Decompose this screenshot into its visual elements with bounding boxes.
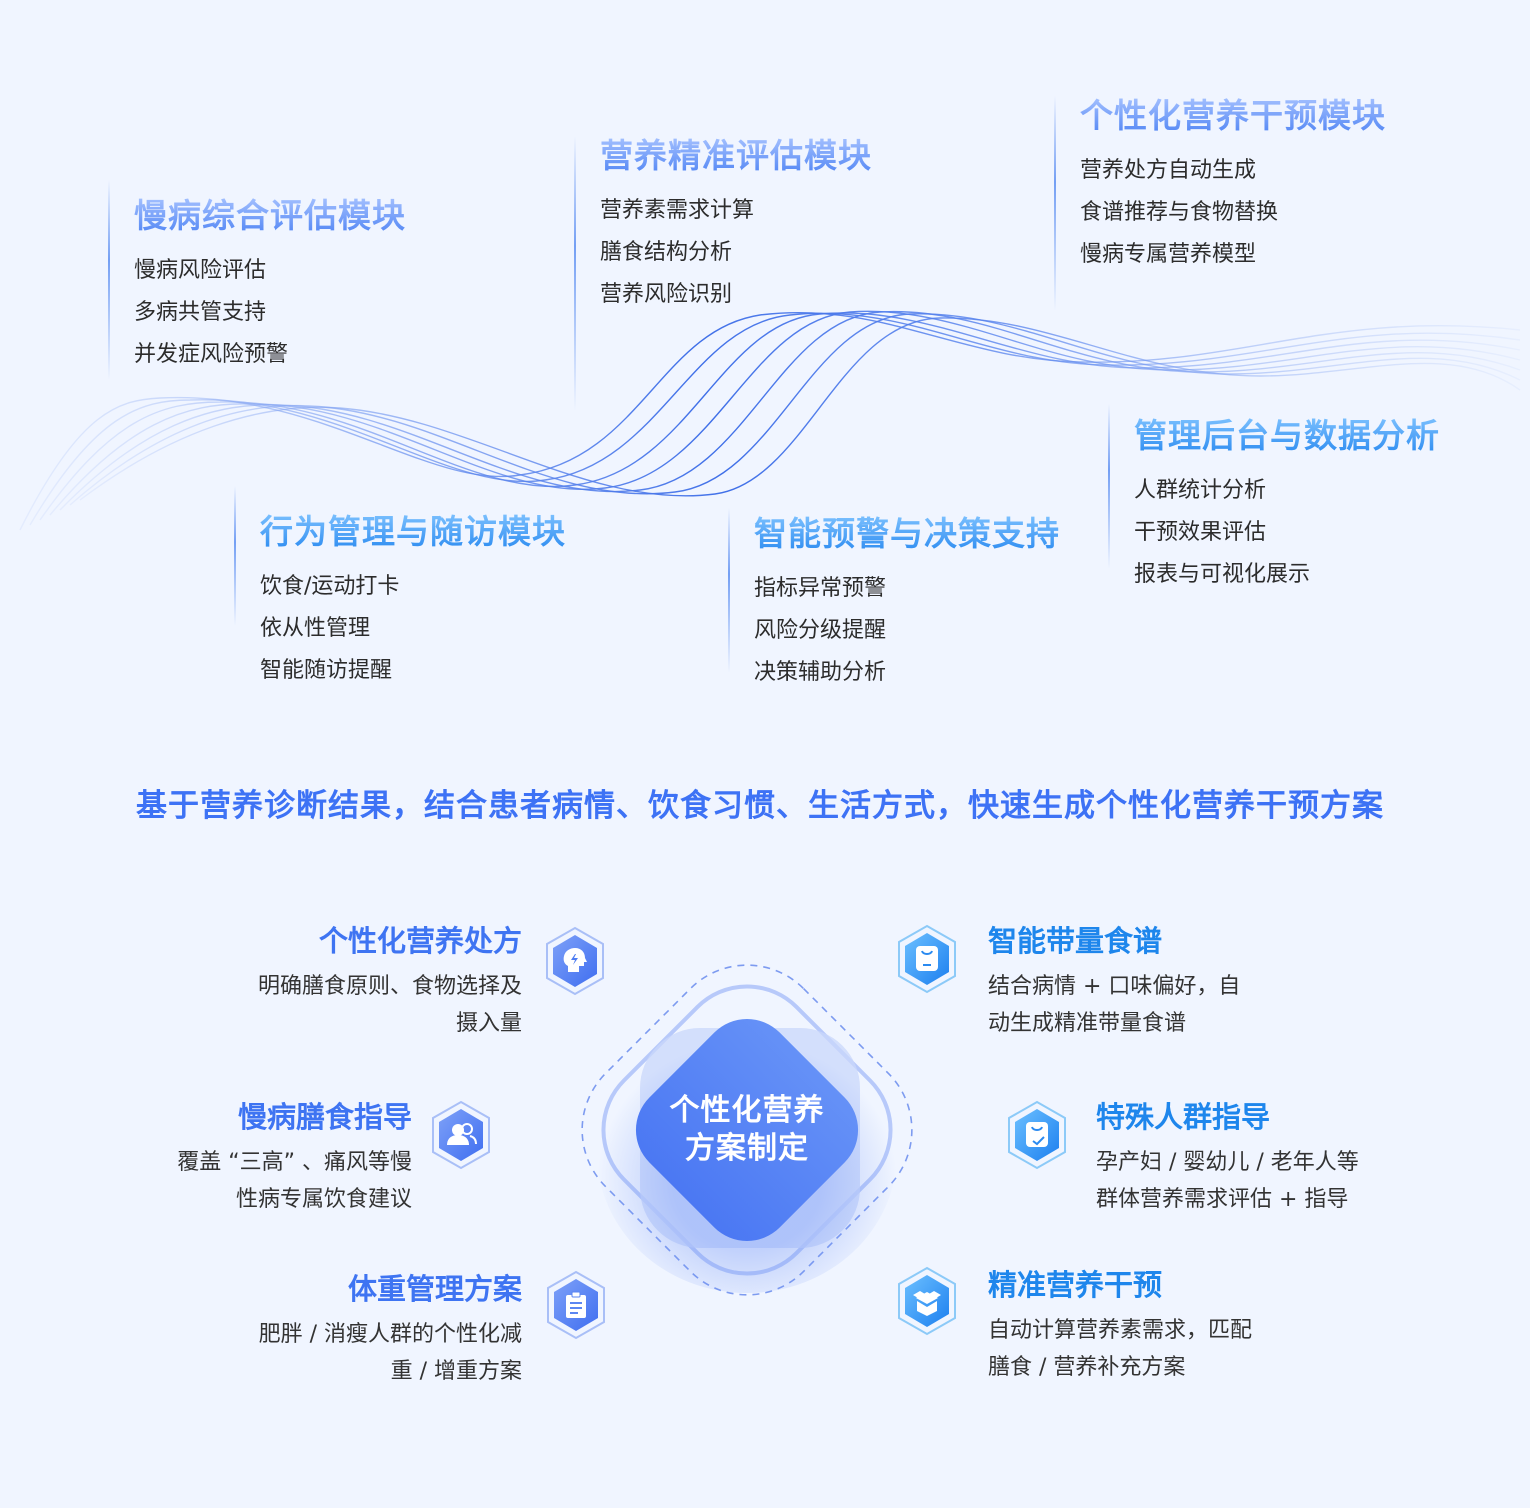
module-item-list: 慢病风险评估 多病共管支持 并发症风险预警	[134, 250, 406, 376]
module-item-list: 营养素需求计算 膳食结构分析 营养风险识别	[600, 190, 872, 316]
module-warning-decision: 智能预警与决策支持 指标异常预警 风险分级提醒 决策辅助分析	[728, 508, 1060, 694]
feature-title: 特殊人群指导	[1096, 1100, 1271, 1134]
bag-icon	[898, 924, 956, 994]
feature-special-population: 特殊人群指导 孕产妇 / 婴幼儿 / 老年人等 群体营养需求评估 + 指导	[1096, 1098, 1359, 1218]
feature-desc-line: 肥胖 / 消瘦人群的个性化减	[258, 1322, 522, 1347]
module-divider-line	[728, 508, 730, 673]
module-item-list: 指标异常预警 风险分级提醒 决策辅助分析	[754, 568, 1060, 694]
feature-desc-line: 结合病情 + 口味偏好，自	[988, 974, 1241, 999]
feature-chronic-diet-guidance: 慢病膳食指导 覆盖 “三高” 、痛风等慢 性病专属饮食建议	[177, 1098, 412, 1218]
feature-desc-line: 性病专属饮食建议	[235, 1187, 412, 1212]
module-divider-line	[234, 486, 236, 626]
feature-desc-line: 动生成精准带量食谱	[988, 1011, 1187, 1036]
section-tagline: 基于营养诊断结果，结合患者病情、饮食习惯、生活方式，快速生成个性化营养干预方案	[136, 788, 1384, 824]
feature-weight-management: 体重管理方案 肥胖 / 消瘦人群的个性化减 重 / 增重方案	[259, 1270, 522, 1390]
module-item: 营养处方自动生成	[1080, 158, 1257, 183]
feature-desc-line: 明确膳食原则、食物选择及	[257, 974, 522, 999]
module-item: 并发症风险预警	[134, 342, 289, 367]
module-item: 慢病风险评估	[134, 258, 267, 283]
users-icon	[432, 1100, 490, 1170]
module-item: 干预效果评估	[1134, 520, 1267, 545]
module-item: 决策辅助分析	[754, 660, 887, 685]
module-item-list: 营养处方自动生成 食谱推荐与食物替换 慢病专属营养模型	[1080, 150, 1386, 276]
feature-title: 智能带量食谱	[988, 924, 1163, 958]
module-item: 指标异常预警	[754, 576, 887, 601]
center-label: 个性化营养 方案制定	[545, 928, 949, 1332]
module-divider-line	[1054, 96, 1056, 311]
module-title: 慢病综合评估模块	[134, 196, 406, 235]
feature-description: 孕产妇 / 婴幼儿 / 老年人等 群体营养需求评估 + 指导	[1096, 1144, 1359, 1218]
feature-desc-line: 自动计算营养素需求，匹配	[988, 1318, 1253, 1343]
feature-title: 个性化营养处方	[318, 924, 522, 958]
module-item: 饮食/运动打卡	[260, 574, 400, 599]
module-title: 个性化营养干预模块	[1080, 96, 1386, 135]
module-item: 慢病专属营养模型	[1080, 242, 1257, 267]
module-item-list: 饮食/运动打卡 依从性管理 智能随访提醒	[260, 566, 566, 692]
module-item: 智能随访提醒	[260, 658, 393, 683]
module-title: 行为管理与随访模块	[260, 512, 566, 551]
feature-precise-intervention: 精准营养干预 自动计算营养素需求，匹配 膳食 / 营养补充方案	[988, 1266, 1252, 1386]
feature-description: 覆盖 “三高” 、痛风等慢 性病专属饮食建议	[177, 1144, 412, 1218]
feature-desc-line: 摄入量	[455, 1011, 522, 1036]
box-open-icon	[898, 1266, 956, 1336]
feature-personalized-prescription: 个性化营养处方 明确膳食原则、食物选择及 摄入量	[258, 922, 522, 1042]
feature-description: 肥胖 / 消瘦人群的个性化减 重 / 增重方案	[259, 1316, 522, 1390]
module-nutrition-assessment: 营养精准评估模块 营养素需求计算 膳食结构分析 营养风险识别	[574, 136, 872, 411]
module-item: 人群统计分析	[1134, 478, 1267, 503]
module-item: 食谱推荐与食物替换	[1080, 200, 1279, 225]
module-item: 依从性管理	[260, 616, 371, 641]
module-title: 营养精准评估模块	[600, 136, 872, 175]
module-item: 营养风险识别	[600, 282, 733, 307]
center-label-line1: 个性化营养	[669, 1093, 825, 1128]
module-divider-line	[108, 180, 110, 380]
module-divider-line	[1108, 404, 1110, 569]
feature-desc-line: 群体营养需求评估 + 指导	[1096, 1187, 1349, 1212]
feature-description: 结合病情 + 口味偏好，自 动生成精准带量食谱	[988, 968, 1240, 1042]
feature-desc-line: 覆盖 “三高” 、痛风等慢	[177, 1150, 412, 1175]
module-title: 管理后台与数据分析	[1134, 416, 1440, 455]
module-personalized-intervention: 个性化营养干预模块 营养处方自动生成 食谱推荐与食物替换 慢病专属营养模型	[1054, 96, 1386, 311]
center-label-line2: 方案制定	[685, 1131, 809, 1166]
clipboard-icon	[547, 1270, 605, 1340]
feature-smart-quantified-recipe: 智能带量食谱 结合病情 + 口味偏好，自 动生成精准带量食谱	[988, 922, 1240, 1042]
center-diamond-graphic	[581, 964, 913, 1296]
feature-title: 慢病膳食指导	[237, 1100, 412, 1134]
head-lightning-icon	[546, 926, 604, 996]
module-item: 风险分级提醒	[754, 618, 887, 643]
module-item: 膳食结构分析	[600, 240, 733, 265]
feature-title: 体重管理方案	[347, 1272, 522, 1306]
wave-lines-decoration	[19, 310, 1521, 531]
feature-description: 明确膳食原则、食物选择及 摄入量	[258, 968, 522, 1042]
module-title: 智能预警与决策支持	[754, 514, 1060, 553]
module-divider-line	[574, 136, 576, 411]
module-item: 多病共管支持	[134, 300, 267, 325]
module-item: 营养素需求计算	[600, 198, 755, 223]
module-admin-data-analysis: 管理后台与数据分析 人群统计分析 干预效果评估 报表与可视化展示	[1108, 404, 1440, 596]
center-diagram: 个性化营养 方案制定	[545, 928, 949, 1332]
module-chronic-disease-assessment: 慢病综合评估模块 慢病风险评估 多病共管支持 并发症风险预警	[108, 180, 406, 380]
feature-title: 精准营养干预	[988, 1268, 1163, 1302]
feature-desc-line: 膳食 / 营养补充方案	[988, 1355, 1186, 1380]
module-item-list: 人群统计分析 干预效果评估 报表与可视化展示	[1134, 470, 1440, 596]
module-behavior-followup: 行为管理与随访模块 饮食/运动打卡 依从性管理 智能随访提醒	[234, 486, 566, 692]
feature-desc-line: 孕产妇 / 婴幼儿 / 老年人等	[1096, 1150, 1359, 1175]
feature-desc-line: 重 / 增重方案	[390, 1359, 522, 1384]
bag-check-icon	[1008, 1100, 1066, 1170]
feature-description: 自动计算营养素需求，匹配 膳食 / 营养补充方案	[988, 1312, 1252, 1386]
module-item: 报表与可视化展示	[1134, 562, 1311, 587]
